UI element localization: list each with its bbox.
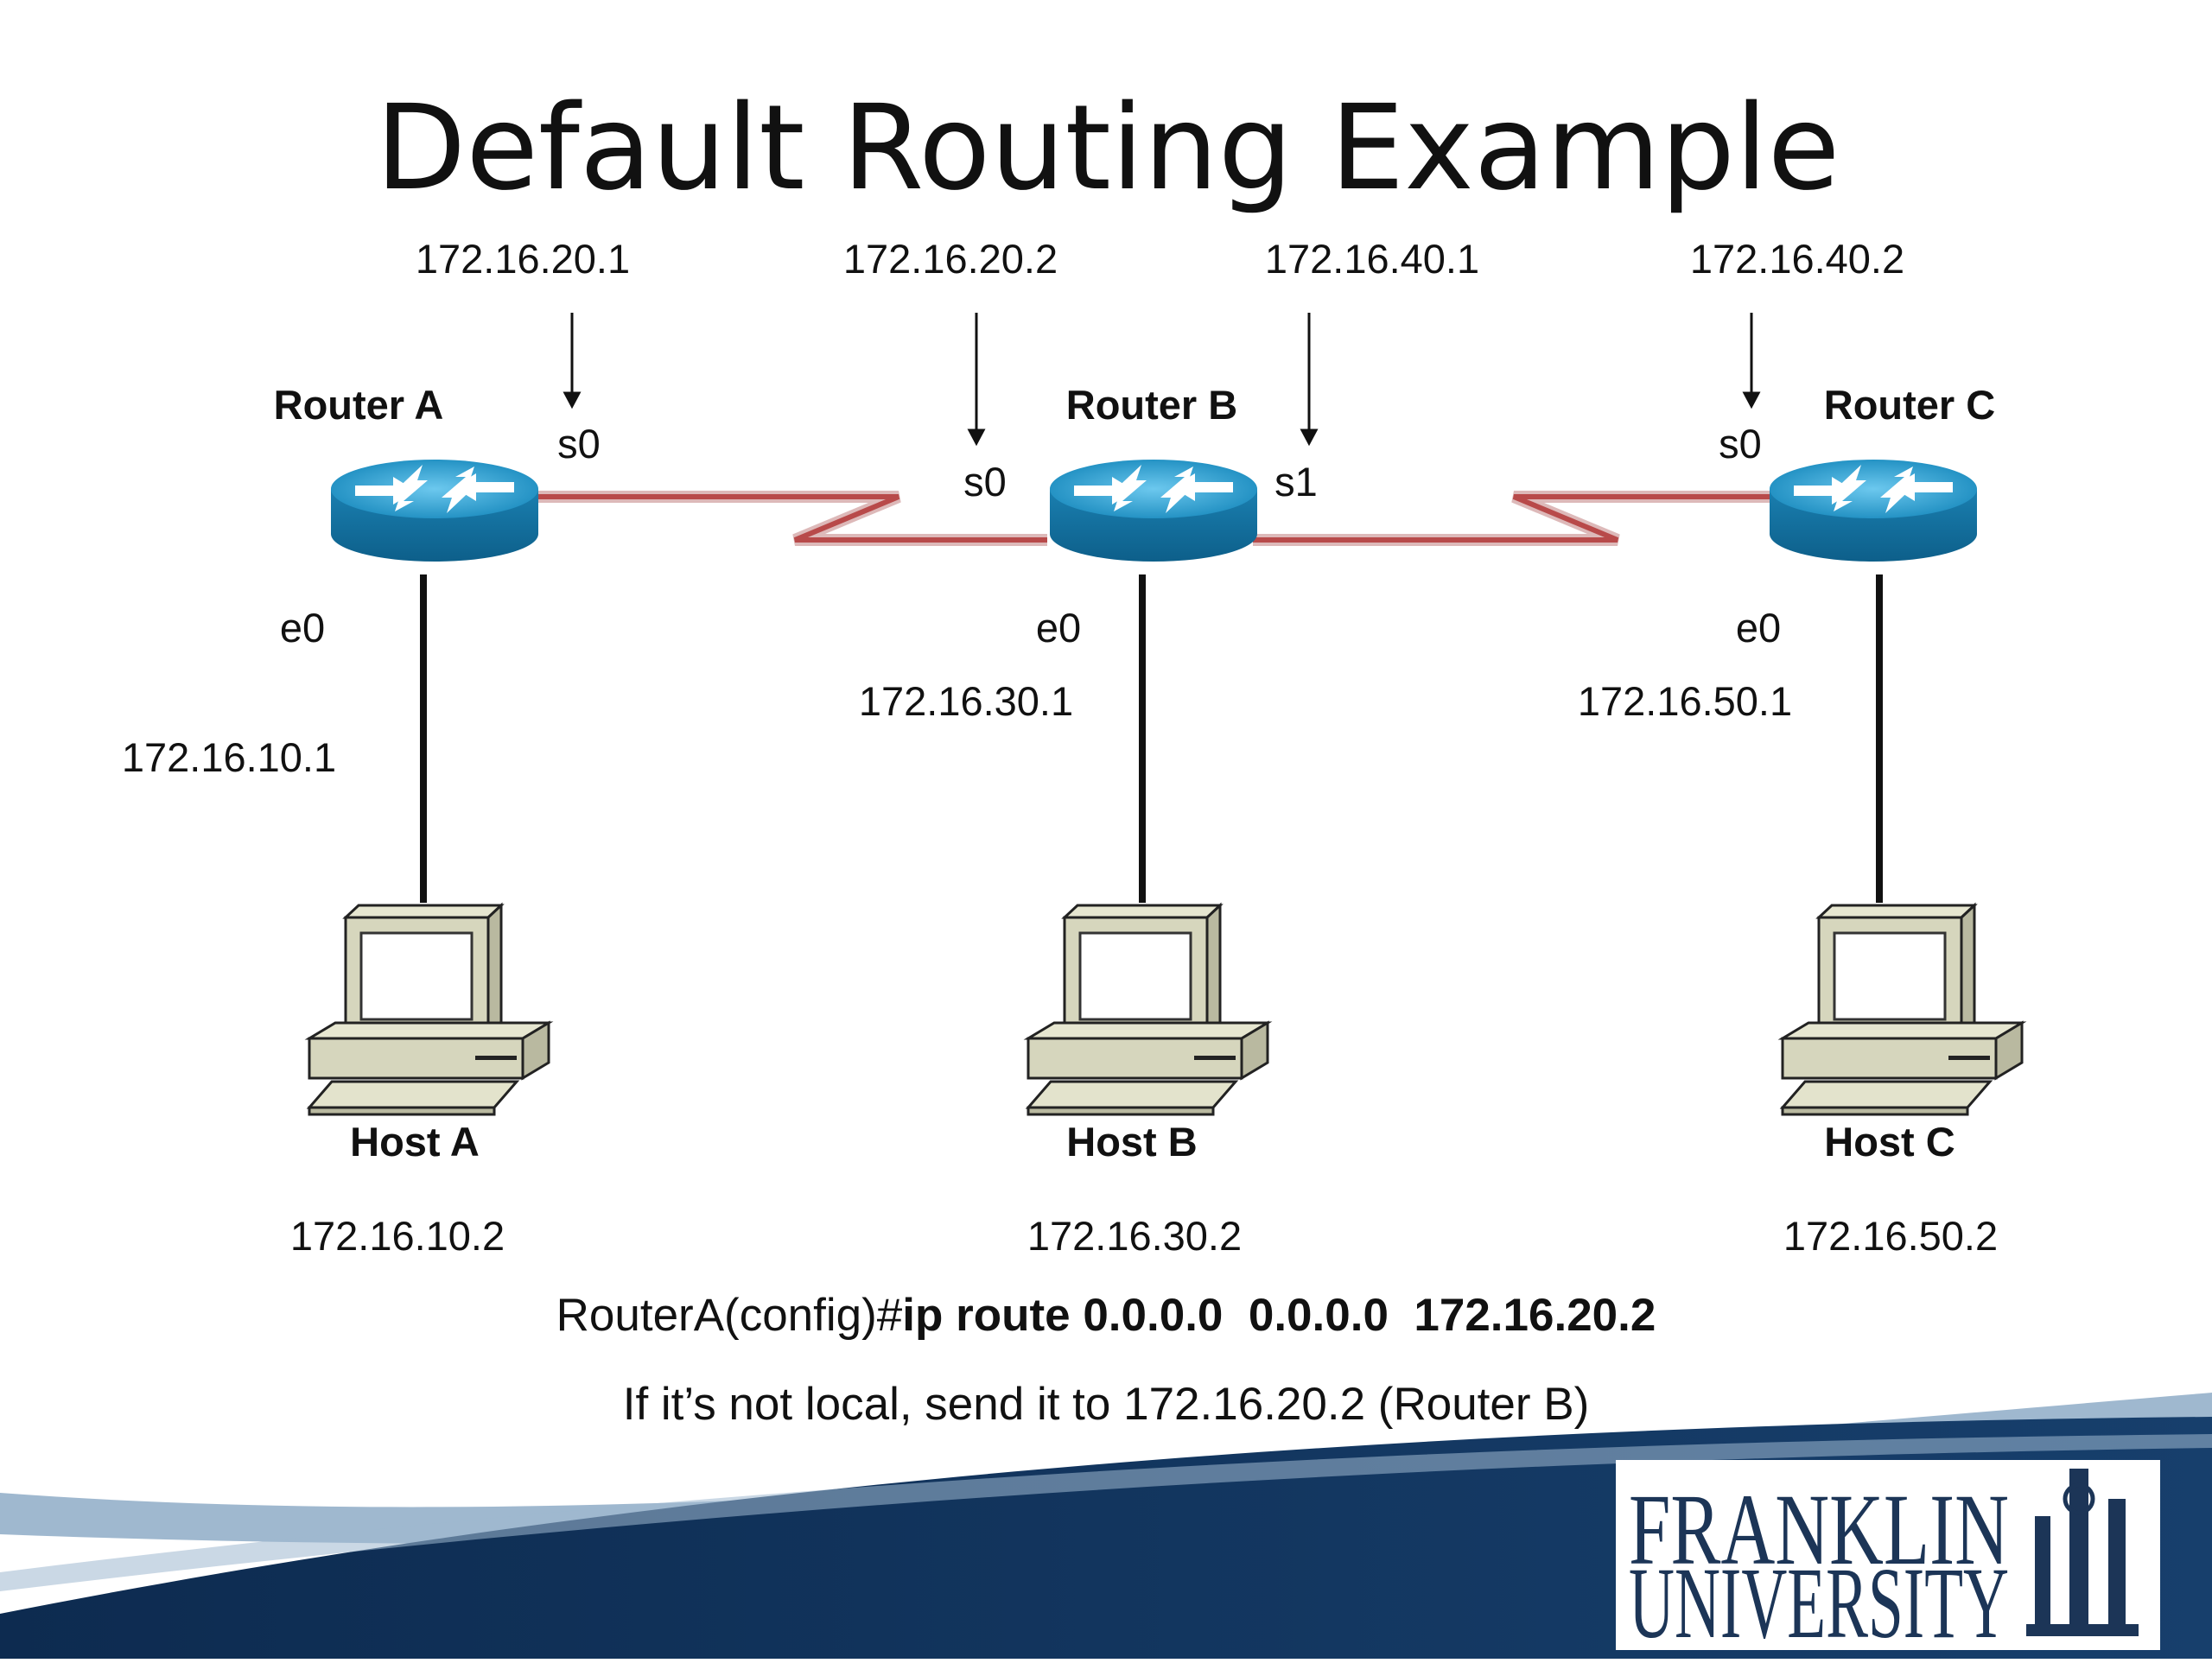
franklin-university-logo: FRANKLIN UNIVERSITY: [1616, 1460, 2160, 1660]
ip-a-s0: 172.16.20.1: [416, 236, 630, 282]
logo-tower-icon: [2026, 1469, 2139, 1636]
host-c-ip: 172.16.50.2: [1783, 1213, 1998, 1259]
serial-link-b-c: [1253, 491, 1770, 546]
iface-a-e0: e0: [280, 605, 325, 651]
config-command: RouterA(config)#ip route 0.0.0.0 0.0.0.0…: [556, 1290, 1656, 1341]
iface-c-e0: e0: [1736, 605, 1781, 651]
logo-line-1: FRANKLIN: [1629, 1473, 2009, 1586]
logo-line-2: UNIVERSITY: [1629, 1546, 2009, 1659]
router-b-icon: [1050, 460, 1257, 562]
host-b-label: Host B: [1066, 1119, 1197, 1165]
iface-c-s0: s0: [1719, 421, 1762, 467]
host-a-ip: 172.16.10.2: [290, 1213, 505, 1259]
ip-b-e0: 172.16.30.1: [859, 678, 1073, 724]
router-a-icon: [331, 460, 538, 562]
host-c-icon: [1781, 904, 2024, 1116]
iface-b-s0: s0: [963, 459, 1007, 505]
host-c-label: Host C: [1824, 1119, 1955, 1165]
iface-b-e0: e0: [1036, 605, 1081, 651]
host-b-ip: 172.16.30.2: [1027, 1213, 1242, 1259]
config-command-text: ip route 0.0.0.0 0.0.0.0 172.16.20.2: [902, 1290, 1656, 1341]
ip-c-e0: 172.16.50.1: [1578, 678, 1792, 724]
router-b-label: Router B: [1066, 382, 1237, 428]
router-c-icon: [1770, 460, 1977, 562]
ip-a-e0: 172.16.10.1: [122, 734, 336, 780]
iface-a-s0: s0: [557, 421, 601, 467]
ip-b-s1: 172.16.40.1: [1265, 236, 1479, 282]
router-c-label: Router C: [1824, 382, 1995, 428]
slide-title: Default Routing Example: [376, 80, 1840, 217]
banner-light-swoosh: [0, 1393, 2212, 1544]
host-b-icon: [1027, 904, 1269, 1116]
ip-b-s0: 172.16.20.2: [843, 236, 1058, 282]
config-prompt: RouterA(config)#: [556, 1290, 903, 1341]
host-a-label: Host A: [350, 1119, 480, 1165]
host-a-icon: [308, 904, 550, 1116]
ip-c-s0: 172.16.40.2: [1690, 236, 1904, 282]
routing-note: If it’s not local, send it to 172.16.20.…: [623, 1379, 1590, 1430]
iface-b-s1: s1: [1274, 459, 1318, 505]
router-a-label: Router A: [274, 382, 444, 428]
